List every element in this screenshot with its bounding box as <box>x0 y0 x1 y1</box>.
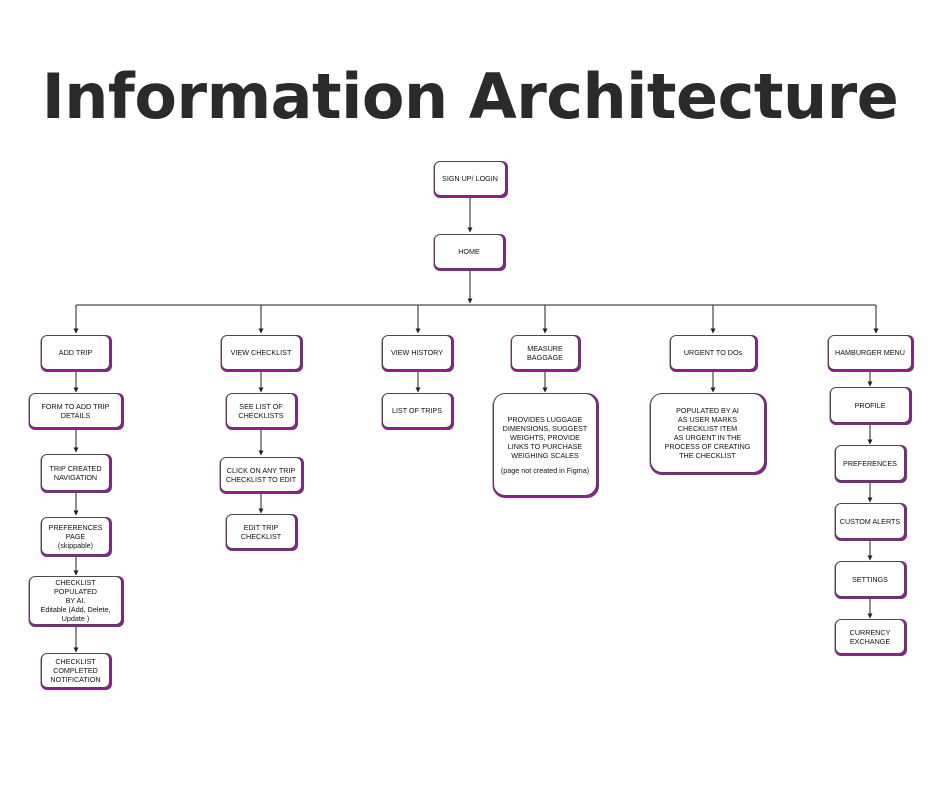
node-populated-by-ai: POPULATED BY AI AS USER MARKS CHECKLIST … <box>650 393 765 473</box>
node-add-trip: ADD TRIP <box>41 335 110 370</box>
node-click-any-trip: CLICK ON ANY TRIP CHECKLIST TO EDIT <box>220 457 302 492</box>
node-settings: SETTINGS <box>835 561 905 597</box>
page-title: Information Architecture <box>41 60 899 133</box>
node-provides-luggage: PROVIDES LUGGAGE DIMENSIONS, SUGGEST WEI… <box>493 393 597 496</box>
node-edit-trip-checklist: EDIT TRIP CHECKLIST <box>226 514 296 549</box>
node-provides-luggage-note: (page not created in Figma) <box>500 465 590 475</box>
node-custom-alerts: CUSTOM ALERTS <box>835 503 905 539</box>
node-preferences: PREFERENCES <box>835 445 905 481</box>
node-provides-luggage-text: PROVIDES LUGGAGE DIMENSIONS, SUGGEST WEI… <box>502 414 588 460</box>
node-see-list-checklists: SEE LIST OF CHECKLISTS <box>226 393 296 428</box>
node-signup-login: SIGN UP/ LOGIN <box>434 161 506 196</box>
node-measure-baggage: MEASURE BAGGAGE <box>511 335 579 370</box>
node-urgent-todos: URGENT TO DOs <box>670 335 756 370</box>
node-checklist-completed: CHECKLIST COMPLETED NOTIFICATION <box>41 653 110 688</box>
node-hamburger-menu: HAMBURGER MENU <box>828 335 912 370</box>
node-checklist-populated: CHECKLIST POPULATED BY AI. Editable (Add… <box>29 576 122 625</box>
node-form-add-trip: FORM TO ADD TRIP DETAILS <box>29 393 122 428</box>
node-preferences-page: PREFERENCES PAGE (skippable) <box>41 517 110 555</box>
node-trip-created-navigation: TRIP CREATED NAVIGATION <box>41 454 110 491</box>
node-profile: PROFILE <box>830 387 910 423</box>
node-list-of-trips: LIST OF TRIPS <box>382 393 452 428</box>
node-view-history: VIEW HISTORY <box>382 335 452 370</box>
node-home: HOME <box>434 234 504 269</box>
node-currency-exchange: CURRENCY EXCHANGE <box>835 619 905 654</box>
node-view-checklist: VIEW CHECKLIST <box>221 335 301 370</box>
